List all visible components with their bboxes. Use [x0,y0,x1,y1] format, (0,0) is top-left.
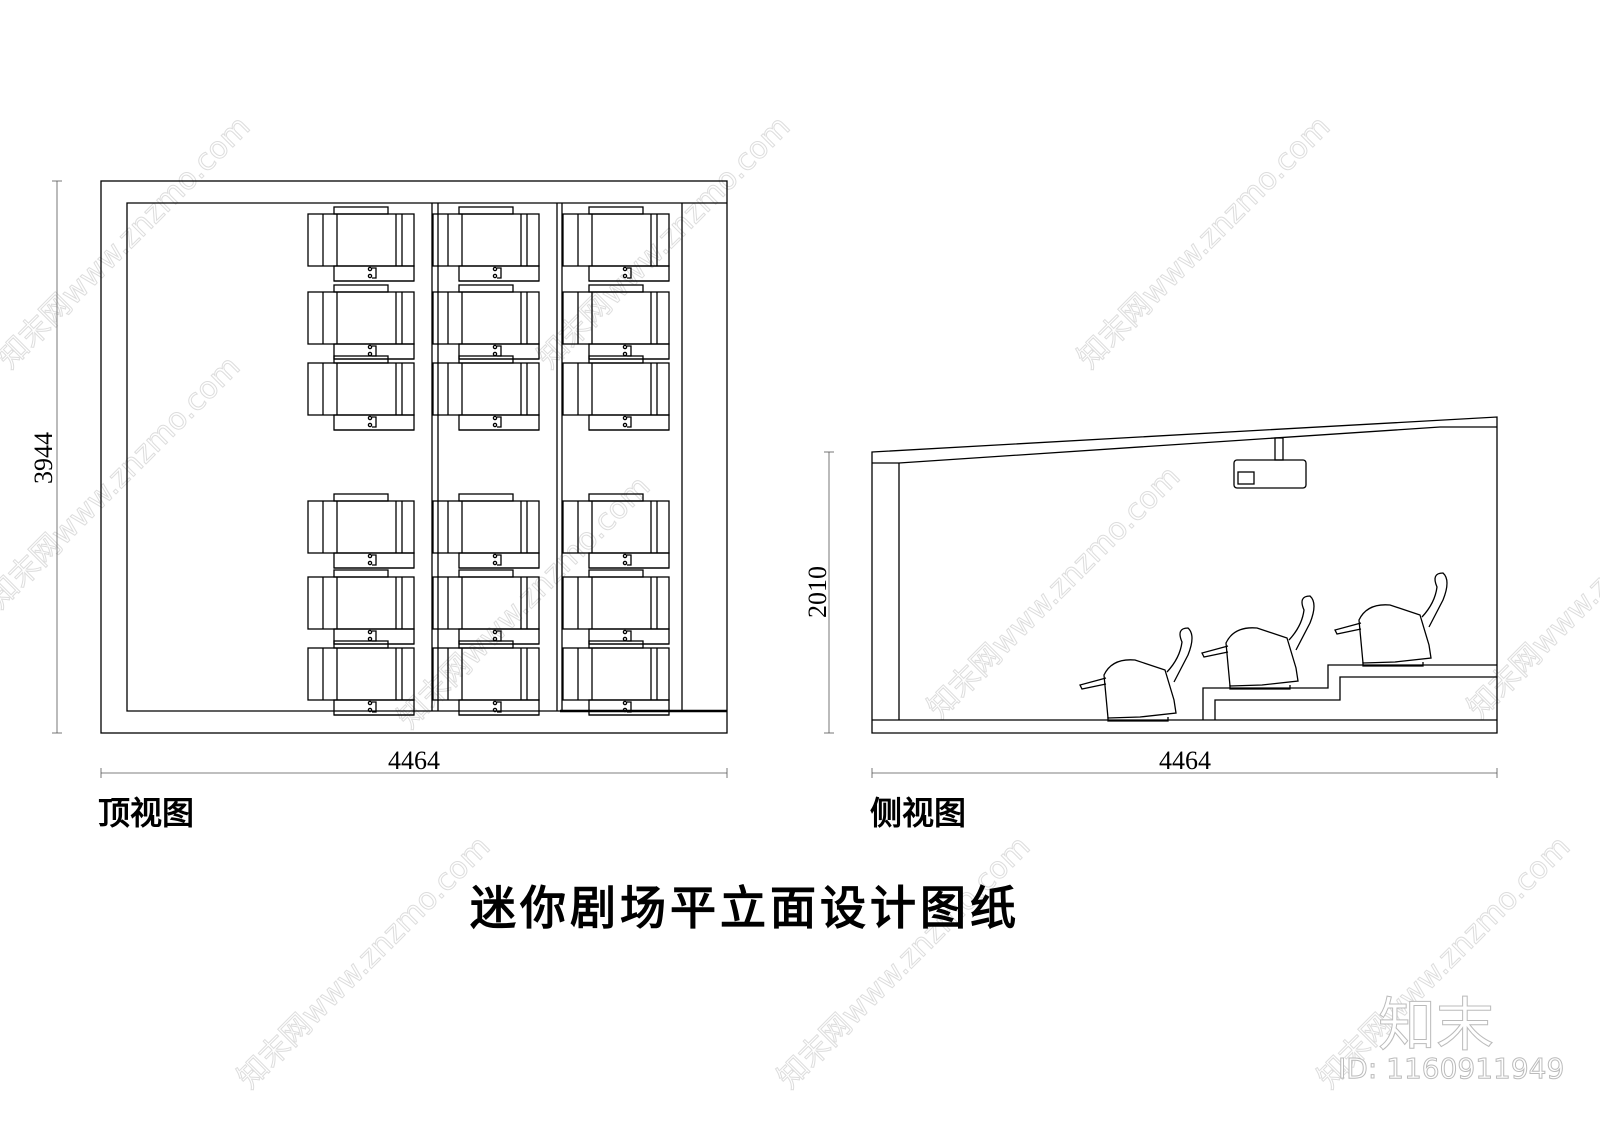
seat [562,640,670,716]
side-outer-wall [871,416,1498,734]
top-outer-wall [100,180,728,734]
watermark-layer: 知末网www.znzmo.com 知末网www.znzmo.com 知末网www.z… [0,109,1600,1096]
step-upper [1202,664,1497,720]
chair-group [1079,572,1448,722]
ceiling-inner [898,426,1497,464]
seat [307,640,415,716]
theater-chair [1079,627,1193,722]
seat [432,493,540,569]
side-view-label: 侧视图 [870,794,967,832]
watermark-text: 知末网www.znzmo.com [531,109,797,375]
seat [307,355,415,431]
seat [562,355,670,431]
watermark-logo: 知末 [1377,991,1495,1060]
watermark-text: 知末网www.znzmo.com [391,469,657,735]
watermark-text: 知末网www.znzmo.com [1461,459,1600,725]
watermark-text: 知末网www.znzmo.com [921,459,1187,725]
watermark-text: 知末网www.znzmo.com [231,829,497,1095]
theater-chair [1334,572,1448,667]
top-view-label: 顶视图 [98,794,195,832]
seat [562,493,670,569]
watermark-text: 知末网www.znzmo.com [0,109,257,375]
drawing-title: 迷你剧场平立面设计图纸 [470,881,1020,935]
seat [307,284,415,360]
projector [1233,437,1307,489]
seat-grid [307,206,670,716]
width-dimension: 4464 [388,746,440,775]
seat [562,206,670,282]
depth-dimension: 3944 [29,432,58,484]
seat [307,493,415,569]
seat [307,569,415,645]
seat [432,640,540,716]
seat [432,206,540,282]
height-dimension: 2010 [803,566,832,618]
step-lower [1214,676,1497,720]
seat [307,206,415,282]
top-inner-wall [126,202,727,712]
seat [562,284,670,360]
watermark-text: 知末网www.znzmo.com [771,829,1037,1095]
seat [562,569,670,645]
seat [432,284,540,360]
side-view: 2010 4464 [803,416,1498,778]
top-view: 3944 4464 [29,180,728,778]
theater-chair [1201,595,1315,690]
watermark-text: 知末网www.znzmo.com [1071,109,1337,375]
seat [432,355,540,431]
seat [432,569,540,645]
side-width-dimension: 4464 [1159,746,1211,775]
watermark-id: ID: 1160911949 [1337,1052,1565,1086]
